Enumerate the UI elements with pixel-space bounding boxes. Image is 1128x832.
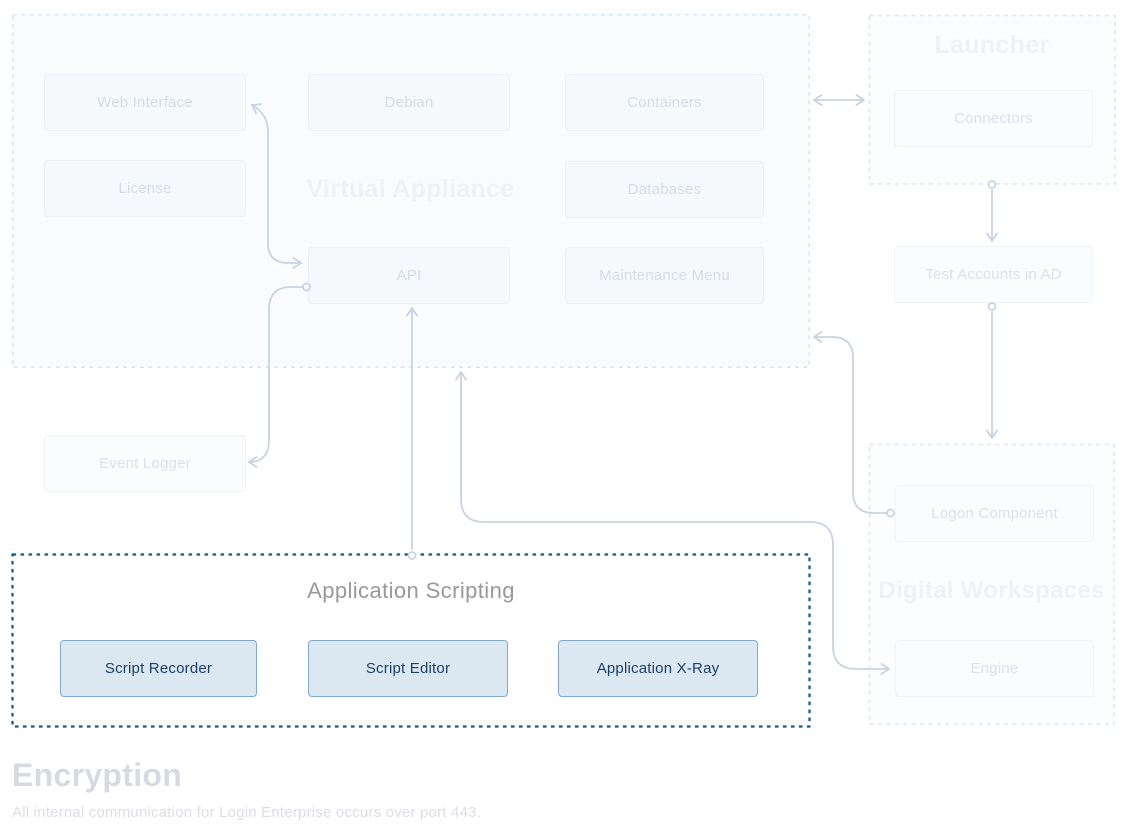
node-label: Debian — [384, 94, 434, 111]
node-debian[interactable]: Debian — [308, 74, 510, 131]
button-label: Script Editor — [365, 660, 451, 677]
node-test-accounts-in-ad[interactable]: Test Accounts in AD — [894, 246, 1093, 303]
connector-origin-dot — [987, 302, 997, 311]
node-label: Web Interface — [97, 94, 193, 111]
node-label: Containers — [627, 94, 702, 111]
node-label: Databases — [627, 181, 702, 198]
node-label: Maintenance Menu — [599, 267, 730, 284]
node-label: License — [118, 180, 172, 197]
application-scripting-label: Application Scripting — [307, 578, 515, 603]
button-label: Application X-Ray — [596, 660, 720, 677]
node-databases[interactable]: Databases — [565, 161, 764, 218]
node-connectors[interactable]: Connectors — [894, 90, 1093, 147]
node-label: API — [396, 267, 422, 284]
node-engine[interactable]: Engine — [895, 640, 1094, 697]
node-event-logger[interactable]: Event Logger — [44, 435, 246, 492]
node-label: Event Logger — [99, 455, 191, 472]
encryption-heading: Encryption — [12, 757, 183, 793]
script-recorder-button[interactable]: Script Recorder — [60, 640, 257, 697]
node-license[interactable]: License — [44, 160, 246, 217]
script-editor-button[interactable]: Script Editor — [308, 640, 508, 697]
node-label: Logon Component — [931, 505, 1058, 522]
encryption-description: All internal communication for Login Ent… — [12, 804, 482, 821]
node-maintenance-menu[interactable]: Maintenance Menu — [565, 247, 764, 304]
node-api[interactable]: API — [308, 247, 510, 304]
node-label: Connectors — [954, 110, 1033, 127]
node-logon-component[interactable]: Logon Component — [895, 485, 1094, 542]
node-label: Test Accounts in AD — [925, 266, 1062, 283]
button-label: Script Recorder — [104, 660, 213, 677]
node-containers[interactable]: Containers — [565, 74, 764, 131]
node-web-interface[interactable]: Web Interface — [44, 74, 246, 131]
node-label: Engine — [970, 660, 1019, 677]
application-xray-button[interactable]: Application X-Ray — [558, 640, 758, 697]
